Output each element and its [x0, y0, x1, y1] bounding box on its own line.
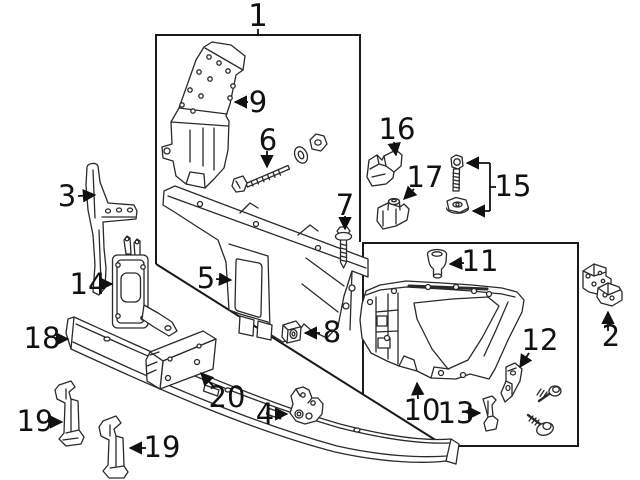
- part-15-drawing: [445, 154, 470, 214]
- callout-label-15[interactable]: 15: [495, 169, 532, 203]
- callout-arrow-10: [411, 381, 425, 400]
- part-19b-drawing: [98, 415, 129, 479]
- callout-label-19a[interactable]: 19: [17, 404, 54, 438]
- callout-arrow-5: [215, 272, 233, 286]
- small-washer-screw-drawing: [526, 413, 554, 436]
- part-14-drawing: [111, 235, 178, 337]
- callout-arrow-20: [200, 372, 215, 388]
- callout-arrow-11: [448, 256, 465, 270]
- part-6-drawing: [231, 133, 328, 193]
- callout-arrows: [48, 95, 615, 455]
- callout-arrow-16: [387, 141, 401, 157]
- part-13-drawing: [482, 395, 499, 432]
- callout-label-20[interactable]: 20: [209, 380, 246, 414]
- part-18-drawing: [65, 316, 460, 465]
- small-flange-bolt-drawing: [536, 385, 562, 403]
- callout-label-19b[interactable]: 19: [144, 430, 181, 464]
- part-16-drawing: [366, 149, 403, 187]
- callout-label-16[interactable]: 16: [379, 112, 416, 146]
- assembly-box-2: [362, 242, 579, 447]
- callout-label-10[interactable]: 10: [404, 393, 441, 427]
- part-4-drawing: [289, 386, 324, 425]
- callout-label-8[interactable]: 8: [323, 315, 341, 349]
- part-11-drawing: [426, 248, 448, 279]
- part-2-drawing: [582, 263, 623, 307]
- callout-label-17[interactable]: 17: [407, 160, 444, 194]
- part-12-drawing: [500, 362, 523, 403]
- callout-label-3[interactable]: 3: [58, 179, 76, 213]
- callout-arrow-17: [403, 185, 418, 200]
- callout-label-9[interactable]: 9: [249, 85, 267, 119]
- callout-label-2[interactable]: 2: [602, 319, 620, 353]
- callout-arrow-12: [519, 352, 533, 369]
- callout-label-4[interactable]: 4: [256, 397, 274, 431]
- part-3-drawing: [85, 162, 138, 296]
- part-8-drawing: [281, 320, 302, 344]
- callout-label-14[interactable]: 14: [70, 267, 107, 301]
- callout-label-18[interactable]: 18: [24, 321, 61, 355]
- part-10-drawing: [359, 280, 525, 380]
- callout-label-11[interactable]: 11: [462, 244, 499, 278]
- callout-arrow-3: [77, 188, 97, 203]
- callout-label-12[interactable]: 12: [522, 323, 559, 357]
- callout-label-13[interactable]: 13: [438, 396, 475, 430]
- group-divider-line: [155, 263, 446, 447]
- part-5-drawing: [162, 185, 369, 343]
- callout-label-5[interactable]: 5: [197, 261, 215, 295]
- callout-bracket-15: [489, 163, 496, 211]
- part-17-drawing: [376, 197, 410, 230]
- callout-label-6[interactable]: 6: [259, 123, 277, 157]
- part-9-drawing: [161, 41, 246, 189]
- callout-label-7[interactable]: 7: [336, 188, 354, 222]
- part-19a-drawing: [54, 380, 85, 447]
- callout-label-1[interactable]: 1: [248, 0, 268, 34]
- part-20-drawing: [145, 330, 217, 390]
